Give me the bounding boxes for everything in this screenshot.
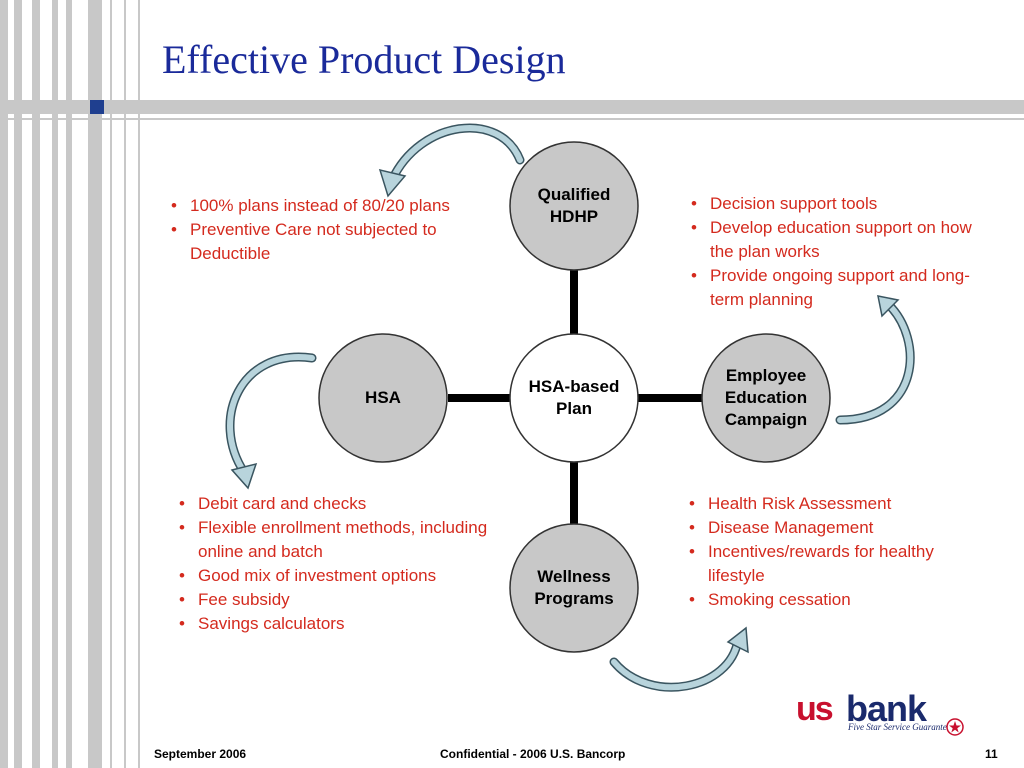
list-item: Disease Management [682,516,952,540]
node-bottom-line2: Programs [534,589,614,608]
logo-bank-text: bank [846,688,927,729]
page-title: Effective Product Design [162,37,566,82]
frame-bar-left-4 [52,0,58,768]
node-top-circle [509,141,639,271]
star-badge-icon [946,718,964,736]
list-item: Smoking cessation [682,588,952,612]
list-top-right: Decision support tools Develop education… [684,192,974,312]
list-item: Preventive Care not subjected to Deducti… [164,218,464,266]
node-top-line1: Qualified [537,185,611,204]
list-item: Good mix of investment options [172,564,492,588]
footer-confidential: Confidential - 2006 U.S. Bancorp [440,747,626,761]
frame-hbar-1 [0,100,1024,114]
node-bottom-line1: Wellness [537,567,611,586]
curved-arrow-left [225,352,317,490]
frame-bar-left-2 [14,0,22,768]
node-center-circle [509,333,639,463]
list-item: Debit card and checks [172,492,492,516]
list-item: 100% plans instead of 80/20 plans [164,194,464,218]
node-left-circle [318,333,448,463]
curved-arrow-bottom [609,626,749,692]
frame-bar-thin [110,0,112,768]
logo-tagline: Five Star Service Guaranteed [848,722,956,732]
node-right-line1: Employee [725,366,807,385]
frame-bar-thin-3 [138,0,140,768]
frame-bar-thin-2 [124,0,126,768]
footer-page-number: 11 [985,747,998,761]
list-item: Fee subsidy [172,588,492,612]
list-item: Flexible enrollment methods, including o… [172,516,492,564]
list-bottom-right: Health Risk Assessment Disease Managemen… [682,492,952,612]
list-item: Provide ongoing support and long-term pl… [684,264,974,312]
node-right-line3: Campaign [724,410,808,429]
node-right-line2: Education [724,388,808,407]
usbank-logo: us bank Five Star Service Guaranteed [796,688,966,736]
curved-arrow-top [378,123,525,198]
list-bottom-left: Debit card and checks Flexible enrollmen… [172,492,492,636]
frame-bar-main [88,0,102,768]
node-center-line2: Plan [556,399,592,418]
node-hsa: HSA [319,334,447,462]
list-item: Develop education support on how the pla… [684,216,974,264]
list-item: Incentives/rewards for healthy lifestyle [682,540,952,588]
node-bottom-circle [509,523,639,653]
frame-bar-left-3 [32,0,40,768]
logo-us-text: us [796,690,834,728]
node-left-line1: HSA [365,388,401,407]
frame-bar-left-1 [0,0,8,768]
node-right-circle [701,333,831,463]
curved-arrow-right [835,295,915,425]
frame-hbar-2 [0,118,1024,120]
list-item: Decision support tools [684,192,974,216]
frame-bar-left-5 [66,0,72,768]
list-item: Savings calculators [172,612,492,636]
node-center-line1: HSA-based [528,377,620,396]
frame-accent-square [90,100,104,114]
node-top-line2: HDHP [549,207,599,226]
list-top-left: 100% plans instead of 80/20 plans Preven… [164,194,464,266]
list-item: Health Risk Assessment [682,492,952,516]
footer-date: September 2006 [154,747,247,761]
